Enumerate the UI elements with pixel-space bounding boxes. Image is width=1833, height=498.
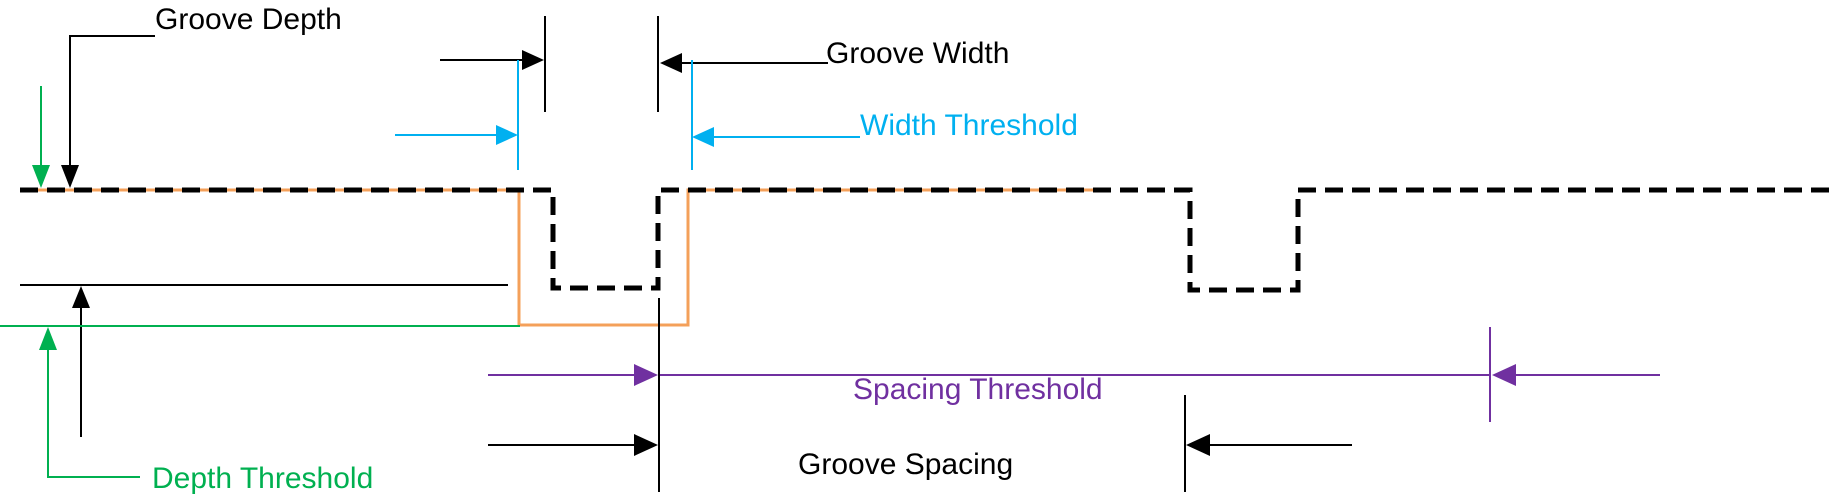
depth-threshold-arrowhead-down xyxy=(32,165,50,188)
groove-width-arrowhead-right xyxy=(522,50,544,70)
spacing-threshold-arrowhead-right xyxy=(634,364,658,386)
depth-threshold-leader xyxy=(47,345,140,478)
groove-width-label: Groove Width xyxy=(826,37,1009,70)
spacing-threshold-arrowhead-left xyxy=(1492,364,1516,386)
groove-depth-arrowhead-up xyxy=(72,286,90,308)
groove-spacing-arrowhead-right xyxy=(634,434,658,456)
surface-profile-dashed xyxy=(20,187,1833,293)
spacing-threshold-label: Spacing Threshold xyxy=(853,373,1103,406)
groove-width-arrowhead-left xyxy=(660,53,682,73)
groove-depth-leader xyxy=(69,35,155,178)
width-threshold-arrowhead-right xyxy=(496,125,518,145)
width-threshold-label: Width Threshold xyxy=(860,109,1078,142)
groove-depth-arrowhead-down xyxy=(61,165,79,188)
groove-depth-label: Groove Depth xyxy=(155,3,342,36)
groove-spacing-arrowhead-left xyxy=(1186,434,1210,456)
depth-threshold-arrowhead-up xyxy=(39,327,57,350)
width-threshold-arrowhead-left xyxy=(692,127,714,147)
threshold-profile-orange xyxy=(20,188,1110,327)
depth-threshold-label: Depth Threshold xyxy=(152,462,373,495)
groove-spacing-label: Groove Spacing xyxy=(798,448,1013,481)
